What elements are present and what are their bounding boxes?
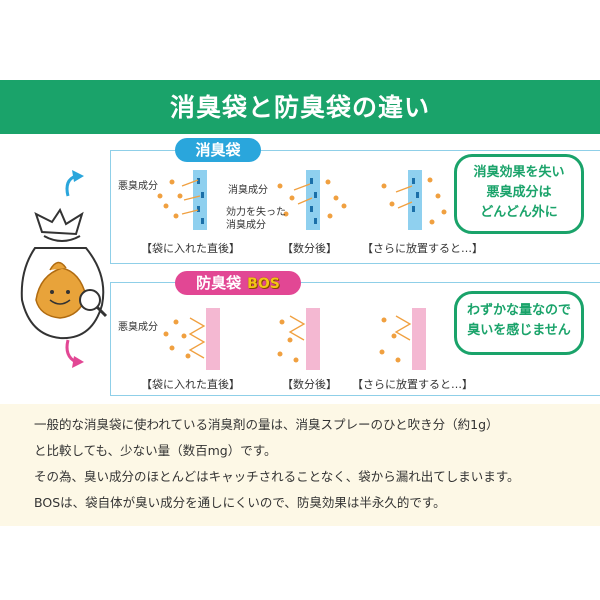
deodorant-callout: 消臭効果を失い 悪臭成分は どんどん外に xyxy=(454,154,584,234)
explanation-line-4: BOSは、袋自体が臭い成分を通しにくいので、防臭効果は半永久的です。 xyxy=(34,495,446,510)
caption-2-3: 【さらに放置すると…】 xyxy=(352,378,473,391)
trash-bag-icon xyxy=(20,207,108,340)
page-title: 消臭袋と防臭袋の違い xyxy=(169,93,430,122)
caption-2-2: 【数分後】 xyxy=(282,378,337,391)
odor-component-note-2: 悪臭成分 xyxy=(118,322,158,333)
caption-1-3: 【さらに放置すると…】 xyxy=(362,242,483,255)
odorproof-label-text: 防臭袋 xyxy=(196,274,242,292)
callout-line: わずかな量なので xyxy=(466,303,571,318)
deodorant-bag-label: 消臭袋 xyxy=(175,138,261,162)
odorproof-bag-label: 防臭袋 BOS xyxy=(175,271,301,295)
deodorizer-note: 消臭成分 xyxy=(228,185,268,196)
title-banner xyxy=(0,80,600,134)
callout-line: 悪臭成分は xyxy=(486,185,552,200)
odorproof-walls xyxy=(163,308,426,370)
callout-line: どんどん外に xyxy=(480,205,558,220)
explanation-line-1: 一般的な消臭袋に使われている消臭剤の量は、消臭スプレーのひと吹き分（約1g） xyxy=(34,417,499,432)
explanation-line-2: と比較しても、少ない量（数百mg）です。 xyxy=(34,443,277,458)
bos-logo: BOS xyxy=(247,276,280,292)
deodorant-walls xyxy=(157,170,447,230)
spent-deodorizer-note-1: 効力を失った xyxy=(226,207,286,218)
explanation-line-3: その為、臭い成分のほとんどはキャッチされることなく、袋から漏れ出てしまいます。 xyxy=(34,469,520,484)
odor-component-note: 悪臭成分 xyxy=(118,181,158,192)
spent-deodorizer-note-2: 消臭成分 xyxy=(226,220,266,231)
caption-1-2: 【数分後】 xyxy=(282,242,337,255)
callout-line: 臭いを感じません xyxy=(467,323,571,338)
callout-line: 消臭効果を失い xyxy=(473,165,565,180)
odorproof-callout: わずかな量なので 臭いを感じません xyxy=(454,291,584,355)
caption-1-1: 【袋に入れた直後】 xyxy=(141,242,240,255)
caption-2-1: 【袋に入れた直後】 xyxy=(141,378,240,391)
explanation-box xyxy=(0,404,600,526)
